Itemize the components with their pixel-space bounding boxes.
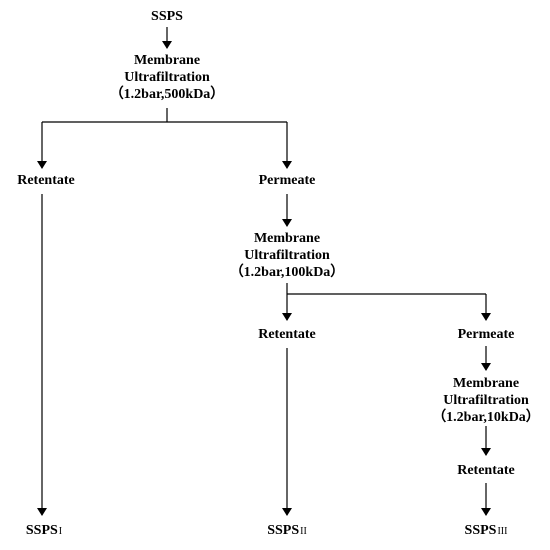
node-retentate-2: Retentate <box>258 327 316 342</box>
product2-sub: II <box>300 526 307 537</box>
node-ultrafiltration-10kda: Membrane Ultrafiltration （1.2bar,10kDa） <box>432 375 540 426</box>
uf3-line3: （1.2bar,10kDa） <box>432 410 540 425</box>
uf1-line2: Ultrafiltration <box>124 70 210 85</box>
product3-sub: III <box>497 526 508 537</box>
uf2-line2: Ultrafiltration <box>244 248 330 263</box>
uf3-line2: Ultrafiltration <box>443 393 529 408</box>
node-permeate-1: Permeate <box>258 173 316 188</box>
product2-base: SSPS <box>267 523 300 538</box>
uf1-line3: （1.2bar,500kDa） <box>109 87 225 102</box>
node-ssps-feed: SSPS <box>151 9 183 24</box>
node-permeate-2: Permeate <box>457 327 515 342</box>
node-retentate-3: Retentate <box>457 463 515 478</box>
product1-sub: I <box>58 526 63 537</box>
uf2-line3: （1.2bar,100kDa） <box>229 265 345 280</box>
node-ultrafiltration-100kda: Membrane Ultrafiltration （1.2bar,100kDa） <box>230 230 345 281</box>
uf1-line1: Membrane <box>133 53 201 68</box>
node-retentate-1: Retentate <box>17 173 75 188</box>
node-ultrafiltration-500kda: Membrane Ultrafiltration （1.2bar,500kDa） <box>110 52 225 103</box>
node-product-ssps-3: SSPSIII <box>465 522 508 540</box>
node-product-ssps-1: SSPSI <box>26 522 62 540</box>
product3-base: SSPS <box>464 523 497 538</box>
uf2-line1: Membrane <box>253 231 321 246</box>
uf3-line1: Membrane <box>452 376 520 391</box>
node-product-ssps-2: SSPSII <box>267 522 307 540</box>
product1-base: SSPS <box>25 523 58 538</box>
